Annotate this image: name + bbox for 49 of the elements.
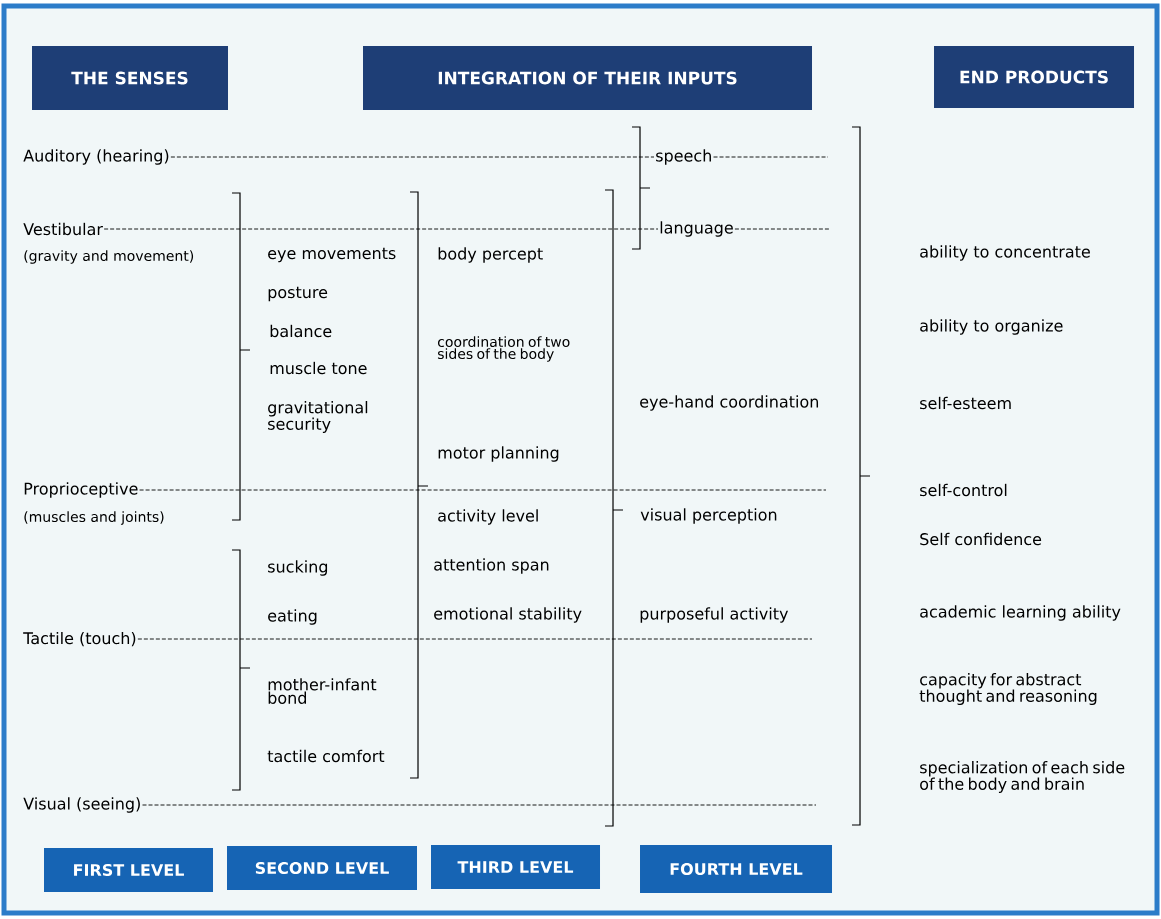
item-label: coordination of two sides of the body	[437, 336, 570, 362]
item-label: Self confidence	[920, 532, 1042, 546]
item-label: eye-hand coordination	[640, 395, 818, 411]
guide-line	[103, 228, 659, 230]
sense-label: Vestibular	[23, 222, 103, 236]
sense-label: Visual (seeing)	[23, 797, 140, 813]
item-label: eye movements	[268, 247, 396, 263]
item-label: speech	[656, 149, 711, 165]
item-label: eating	[268, 609, 317, 625]
item-label: purposeful activity	[640, 607, 788, 623]
guide-line	[713, 156, 829, 158]
item-label: emotional stability	[434, 607, 582, 623]
item-label: sucking	[268, 560, 328, 576]
item-label: muscle tone	[270, 361, 367, 375]
guide-line	[170, 156, 655, 158]
item-label: posture	[268, 286, 328, 302]
sense-label: Tactile (touch)	[23, 631, 136, 647]
guide-line	[142, 804, 817, 806]
item-label: tactile comfort	[267, 749, 385, 763]
guide-line	[734, 228, 831, 230]
heading-box: THE SENSES	[32, 46, 228, 110]
item-label: language	[660, 221, 733, 237]
item-label: capacity for abstract thought and reasoning	[919, 673, 1097, 705]
sense-note: (gravity and movement)	[24, 250, 194, 264]
guide-line	[139, 489, 827, 491]
sense-label: Auditory (hearing)	[23, 149, 169, 165]
item-label: mother-infant bond	[268, 678, 377, 704]
item-label: ability to concentrate	[920, 245, 1090, 261]
item-label: visual perception	[640, 508, 777, 524]
heading-box: END PRODUCTS	[934, 46, 1134, 108]
level-box: SECOND LEVEL	[227, 846, 417, 890]
item-label: academic learning ability	[920, 605, 1121, 621]
guide-line	[137, 638, 813, 640]
item-label: gravitational security	[268, 401, 368, 433]
item-label: specialization of each side of the body and brain	[920, 761, 1125, 793]
sense-note: (muscles and joints)	[24, 511, 164, 525]
item-label: attention span	[434, 558, 549, 574]
item-label: self-control	[920, 483, 1007, 497]
item-label: self-esteem	[920, 396, 1011, 410]
level-box: THIRD LEVEL	[431, 845, 600, 889]
item-label: ability to organize	[920, 319, 1063, 335]
item-label: motor planning	[438, 446, 559, 462]
item-label: body percept	[438, 247, 543, 263]
item-label: balance	[270, 324, 332, 338]
item-label: activity level	[438, 509, 538, 525]
heading-box: INTEGRATION OF THEIR INPUTS	[363, 46, 812, 110]
level-box: FOURTH LEVEL	[640, 845, 832, 893]
sense-label: Proprioceptive	[24, 482, 138, 498]
level-box: FIRST LEVEL	[44, 848, 213, 892]
